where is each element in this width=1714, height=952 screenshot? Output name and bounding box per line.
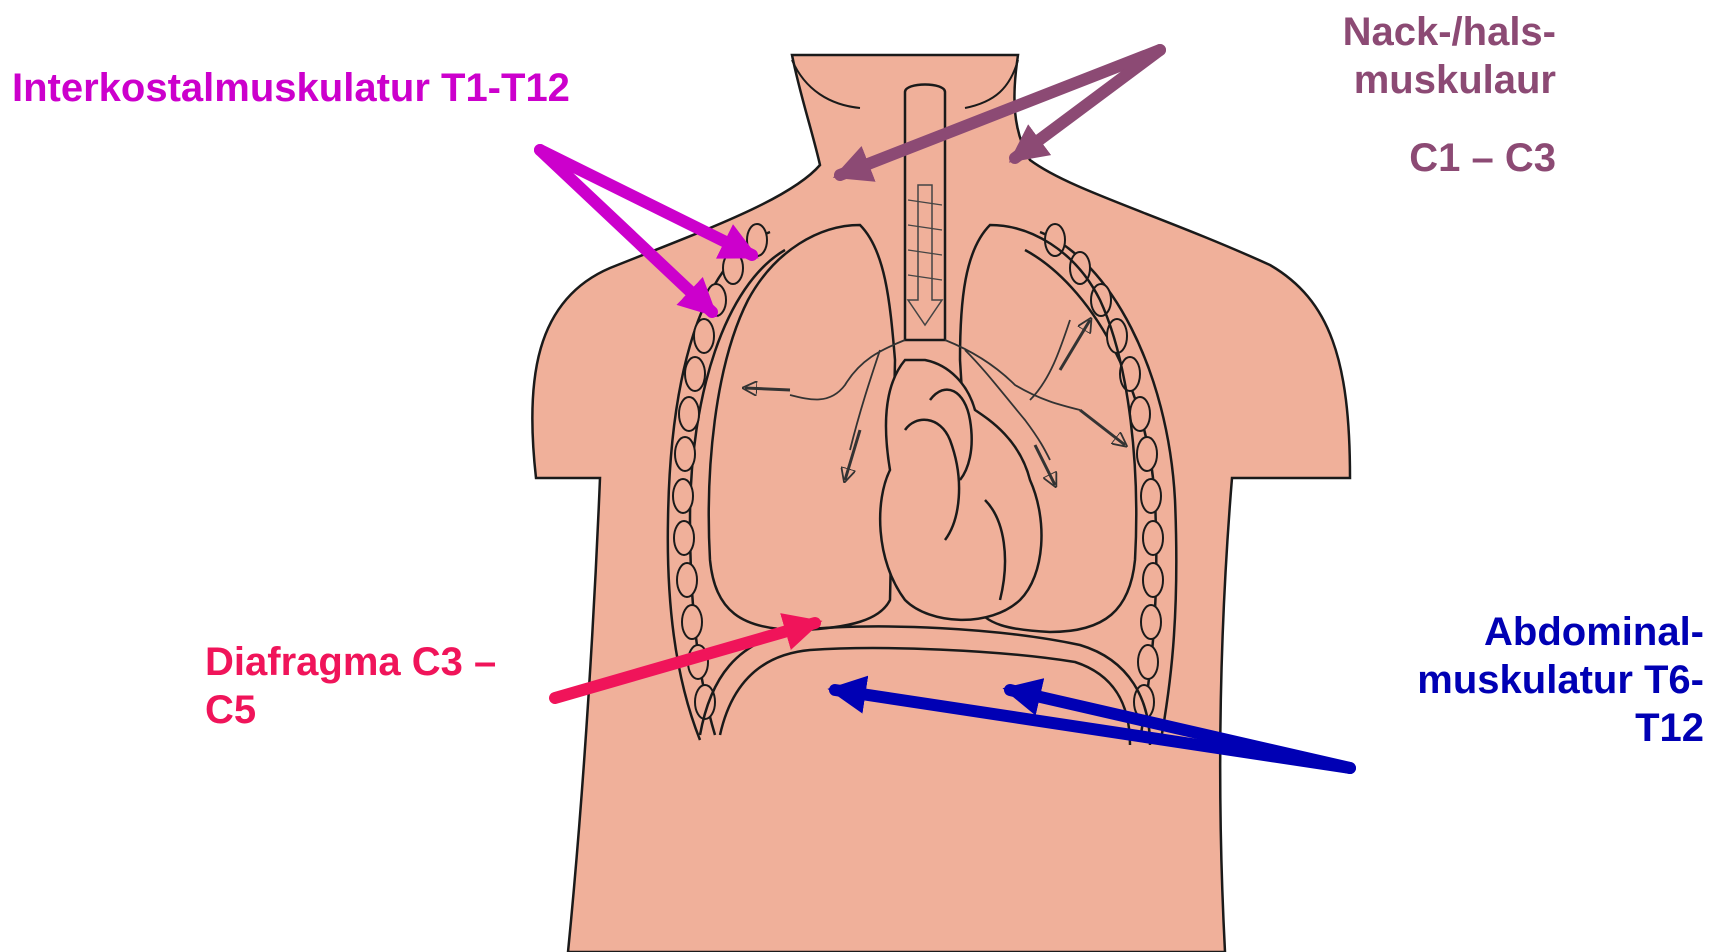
intercostal-muscles-label: Interkostalmuskulatur T1-T12 [12, 64, 570, 112]
neck-label-line-2: muskulaur [1343, 56, 1556, 104]
neck-muscles-label: Nack-/hals- muskulaur C1 – C3 [1343, 8, 1556, 182]
abdominal-label-line-3: T12 [1417, 704, 1704, 752]
intercostal-arrow-upper [540, 150, 752, 255]
neck-label-line-1: Nack-/hals- [1343, 8, 1556, 56]
abdominal-label-line-2: muskulatur T6- [1417, 656, 1704, 704]
diaphragm-label: Diafragma C3 – C5 [205, 638, 545, 734]
abdominal-muscles-label: Abdominal- muskulatur T6- T12 [1417, 608, 1704, 752]
neck-label-line-3: C1 – C3 [1343, 134, 1556, 182]
trachea [905, 85, 945, 341]
abdominal-label-line-1: Abdominal- [1417, 608, 1704, 656]
